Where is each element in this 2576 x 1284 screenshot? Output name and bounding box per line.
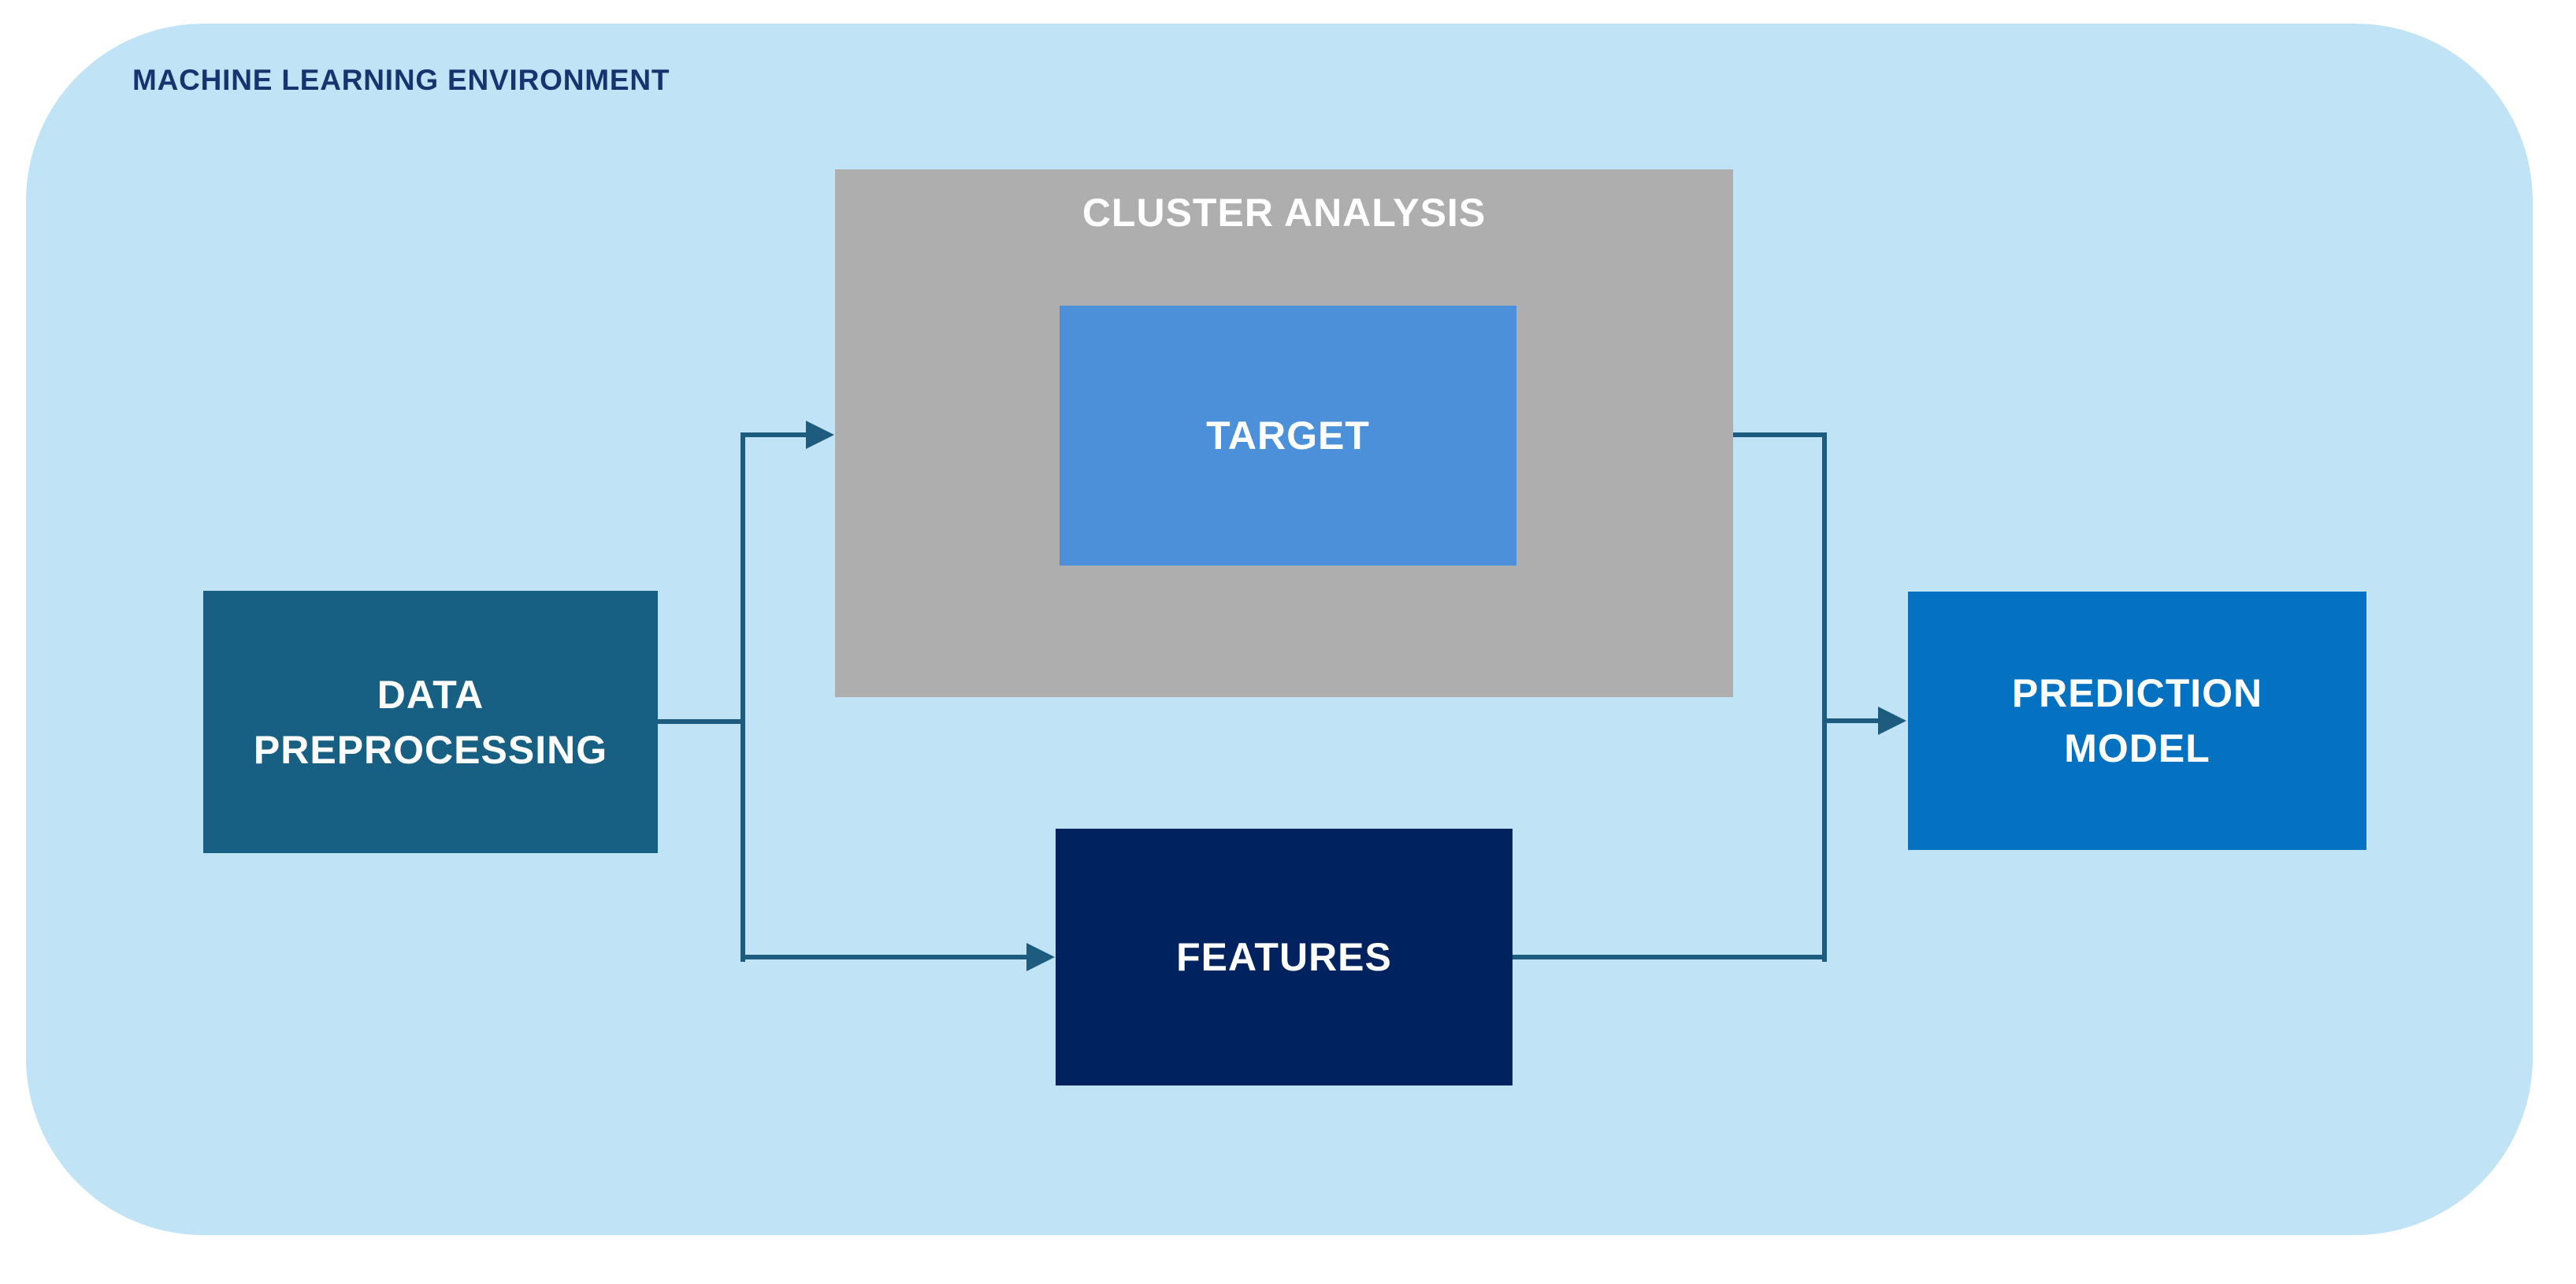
- node-target: TARGET: [1060, 306, 1516, 566]
- edge-to-prediction-segment: [1824, 718, 1878, 723]
- arrowhead-into-cluster-icon: [806, 421, 834, 449]
- node-cluster-analysis-label: CLUSTER ANALYSIS: [1082, 191, 1487, 235]
- ml-environment-title: MACHINE LEARNING ENVIRONMENT: [132, 64, 670, 96]
- edge-preprocessing-out-segment: [658, 719, 744, 724]
- node-features-label: FEATURES: [1176, 935, 1392, 979]
- edge-features-out-segment: [1513, 955, 1827, 959]
- arrowhead-into-features-icon: [1026, 943, 1055, 971]
- node-data-preprocessing: DATA PREPROCESSING: [203, 591, 658, 853]
- node-prediction-model-label: PREDICTION MODEL: [2011, 671, 2263, 770]
- edge-left-vertical-segment: [741, 432, 745, 962]
- edge-right-vertical-segment: [1822, 432, 1827, 962]
- edge-to-cluster-segment: [743, 432, 807, 437]
- edge-to-features-segment: [743, 955, 1026, 959]
- arrowhead-into-prediction-icon: [1878, 707, 1906, 735]
- edge-cluster-out-segment: [1733, 432, 1827, 437]
- node-prediction-model: PREDICTION MODEL: [1908, 592, 2366, 850]
- node-target-label: TARGET: [1206, 414, 1370, 458]
- node-data-preprocessing-label: DATA PREPROCESSING: [253, 672, 608, 772]
- node-features: FEATURES: [1056, 829, 1513, 1085]
